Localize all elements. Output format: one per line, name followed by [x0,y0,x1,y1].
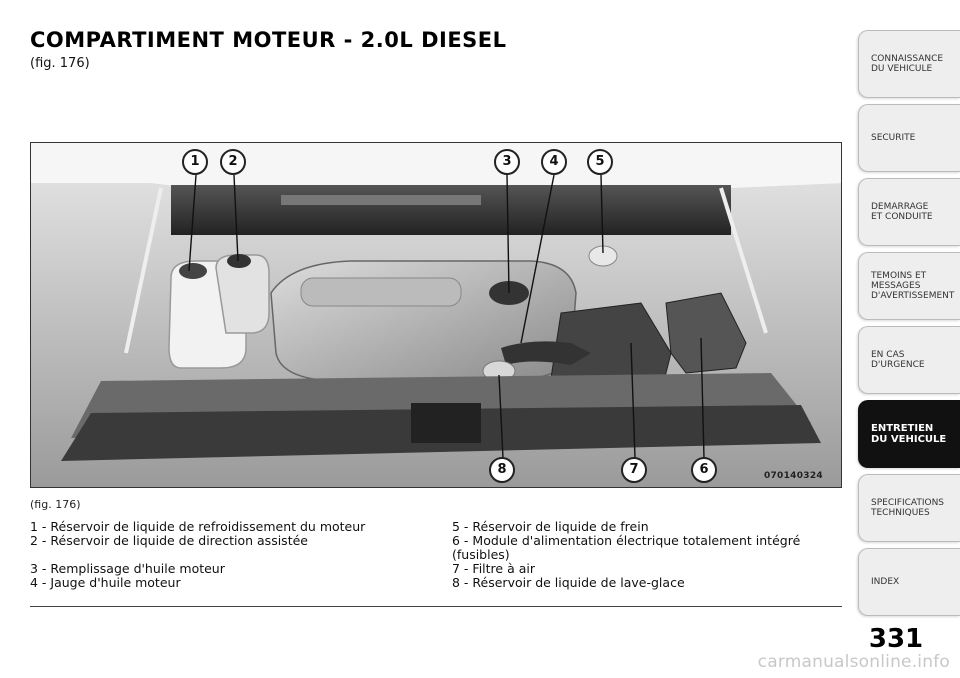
legend-item-7: 7 - Filtre à air [452,561,535,576]
page-number: 331 [868,624,924,654]
tab-label: INDEX [871,577,900,587]
legend-item-5: 5 - Réservoir de liquide de frein [452,519,649,534]
figure-code: 070140324 [763,471,823,481]
coolant-cap [179,263,207,279]
callout-5: 5 [587,149,613,175]
tab-label: EN CAS D'URGENCE [871,350,925,370]
engine-cover-badge [300,277,462,307]
tab-connaissance-du-vehicule[interactable]: CONNAISSANCE DU VEHICULE [858,30,960,98]
tab-securite[interactable]: SECURITE [858,104,960,172]
tab-index[interactable]: INDEX [858,548,960,616]
tab-label: DEMARRAGE ET CONDUITE [871,202,933,222]
callout-6: 6 [691,457,717,483]
tab-label: ENTRETIEN DU VEHICULE [871,423,947,445]
legend-item-8: 8 - Réservoir de liquide de lave-glace [452,575,685,590]
engine-compartment-figure: 1 2 3 4 5 6 7 8 070140324 [30,142,842,488]
hood-latch [411,403,481,443]
steering-reservoir [215,254,270,334]
figure-caption: (fig. 176) [30,498,81,511]
tab-label: SECURITE [871,133,916,143]
legend-spacer [30,548,440,562]
callout-7: 7 [621,457,647,483]
tab-en-cas-d-urgence[interactable]: EN CAS D'URGENCE [858,326,960,394]
callout-4: 4 [541,149,567,175]
callout-1: 1 [182,149,208,175]
cowl-vent [281,195,481,205]
fuse-box [665,292,747,374]
legend-divider [30,606,842,607]
cowl-panel [171,185,731,235]
tab-specifications-techniques[interactable]: SPECIFICATIONS TECHNIQUES [858,474,960,542]
engine-illustration [31,143,841,487]
watermark: carmanualsonline.info [757,652,950,672]
legend-column-right: 5 - Réservoir de liquide de frein 6 - Mo… [452,520,852,590]
hood-edge [31,143,841,188]
intake-hose [501,341,591,365]
page-title: COMPARTIMENT MOTEUR - 2.0L DIESEL [30,28,507,52]
tab-label: SPECIFICATIONS TECHNIQUES [871,498,945,518]
callout-8: 8 [489,457,515,483]
tab-demarrage-et-conduite[interactable]: DEMARRAGE ET CONDUITE [858,178,960,246]
tab-temoins-et-messages[interactable]: TEMOINS ET MESSAGES D'AVERTISSEMENT [858,252,960,320]
tab-label: TEMOINS ET MESSAGES D'AVERTISSEMENT [871,271,955,301]
legend-item-6: 6 - Module d'alimentation électrique tot… [452,533,801,562]
legend-column-left: 1 - Réservoir de liquide de refroidissem… [30,520,440,590]
callout-leaders [188,174,705,459]
legend-item-4: 4 - Jauge d'huile moteur [30,575,181,590]
legend-item-1: 1 - Réservoir de liquide de refroidissem… [30,519,366,534]
hood-strut-right [719,187,768,334]
legend-item-3: 3 - Remplissage d'huile moteur [30,561,225,576]
hood-strut-left [124,187,163,354]
callout-3: 3 [494,149,520,175]
callout-2: 2 [220,149,246,175]
figure-reference: (fig. 176) [30,56,90,71]
steering-cap [227,254,251,268]
tab-entretien-du-vehicule[interactable]: ENTRETIEN DU VEHICULE [858,400,960,468]
legend-item-2: 2 - Réservoir de liquide de direction as… [30,533,308,548]
tab-label: CONNAISSANCE DU VEHICULE [871,54,944,74]
